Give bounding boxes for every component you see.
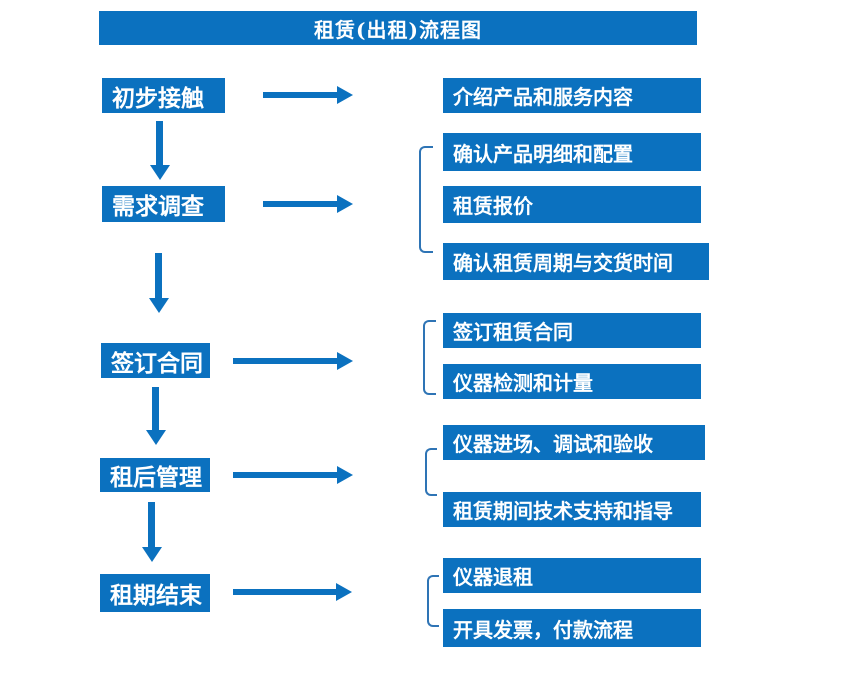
stage-box-post-rental-management: 租后管理 — [100, 458, 210, 492]
stage-box-demand-survey: 需求调查 — [102, 186, 225, 222]
output-label: 确认产品明细和配置 — [453, 141, 633, 166]
group-bracket-icon — [427, 575, 439, 627]
output-label: 确认租赁周期与交货时间 — [453, 251, 673, 275]
output-box: 租赁期间技术支持和指导 — [443, 492, 701, 527]
output-label: 租赁报价 — [453, 194, 533, 218]
output-label: 介绍产品和服务内容 — [453, 85, 633, 109]
output-label: 租赁期间技术支持和指导 — [453, 499, 673, 523]
down-arrow-icon — [155, 253, 162, 298]
stage-box-initial-contact: 初步接触 — [102, 78, 225, 113]
output-box: 确认产品明细和配置 — [443, 133, 701, 171]
group-bracket-icon — [419, 146, 433, 253]
right-arrow-icon — [233, 589, 336, 595]
page-title: 租赁(出租)流程图 — [314, 17, 482, 42]
output-label: 开具发票，付款流程 — [453, 617, 633, 642]
stage-label: 初步接触 — [112, 84, 204, 112]
down-arrow-icon — [148, 502, 155, 547]
group-bracket-icon — [425, 448, 437, 496]
output-box: 确认租赁周期与交货时间 — [443, 243, 709, 280]
right-arrow-icon — [263, 201, 337, 207]
title-bar: 租赁(出租)流程图 — [99, 11, 697, 45]
output-label: 签订租赁合同 — [453, 320, 573, 344]
stage-label: 签订合同 — [111, 349, 203, 377]
stage-label: 租后管理 — [110, 464, 202, 491]
stage-label: 需求调查 — [112, 193, 204, 220]
stage-box-rental-end: 租期结束 — [100, 574, 210, 612]
down-arrow-icon — [156, 121, 163, 165]
output-label: 仪器检测和计量 — [453, 371, 593, 395]
group-bracket-icon — [423, 320, 436, 395]
stage-label: 租期结束 — [110, 582, 202, 609]
output-box: 签订租赁合同 — [443, 313, 701, 348]
output-label: 仪器进场、调试和验收 — [453, 432, 653, 456]
output-box: 开具发票，付款流程 — [443, 609, 701, 647]
down-arrow-icon — [152, 387, 159, 430]
output-box: 仪器进场、调试和验收 — [443, 425, 705, 460]
stage-box-sign-contract: 签订合同 — [101, 343, 210, 378]
right-arrow-icon — [263, 92, 337, 98]
output-label: 仪器退租 — [453, 565, 533, 589]
output-box: 仪器退租 — [443, 558, 701, 593]
output-box: 仪器检测和计量 — [443, 364, 701, 399]
output-box: 介绍产品和服务内容 — [443, 78, 701, 113]
right-arrow-icon — [233, 472, 337, 478]
output-box: 租赁报价 — [443, 186, 701, 223]
right-arrow-icon — [233, 358, 337, 364]
